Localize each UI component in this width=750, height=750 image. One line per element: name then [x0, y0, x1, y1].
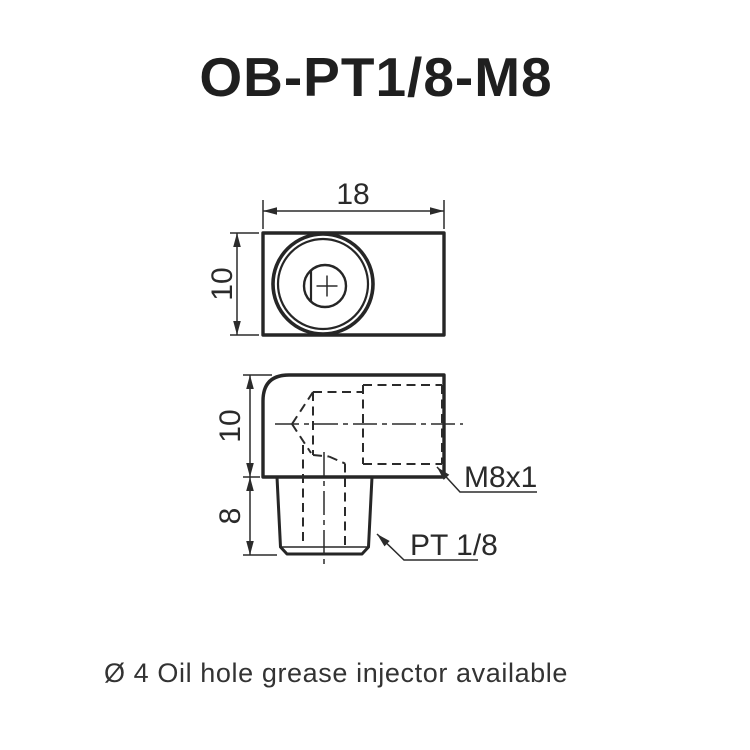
hidden-thread-lines — [291, 384, 443, 546]
leader-arrowhead — [377, 534, 390, 547]
oil-hole-note: Ø 4 Oil hole grease injector available — [104, 658, 568, 688]
dim-label-body-height: 10 — [214, 409, 247, 442]
arrowhead-right — [430, 207, 444, 215]
arrowhead-down — [233, 321, 241, 335]
dim-label-height: 10 — [206, 267, 239, 300]
dimension-body-height-10: 10 — [214, 374, 272, 478]
leader-pt18: PT 1/8 — [376, 529, 498, 562]
dim-label-width: 18 — [336, 178, 369, 211]
oil-hole-circle — [302, 263, 348, 309]
arrowhead-left — [263, 207, 277, 215]
center-cross-mark — [316, 275, 338, 297]
side-view: 10 8 M8x1 PT 1/8 — [214, 373, 537, 569]
leader-arrowhead — [437, 467, 450, 480]
arrowhead-down — [246, 463, 254, 477]
part-number-title: OB-PT1/8-M8 — [199, 46, 552, 108]
dimension-thread-length-8: 8 — [214, 477, 277, 556]
dimension-width-18: 18 — [262, 178, 445, 229]
top-view: 18 10 — [206, 178, 446, 337]
leader-m8x1: M8x1 — [436, 461, 537, 494]
arrowhead-down — [246, 541, 254, 555]
centerlines — [275, 423, 463, 569]
arrowhead-up — [233, 233, 241, 247]
dim-label-thread-length: 8 — [214, 508, 247, 525]
thread-label-m8x1: M8x1 — [464, 461, 537, 494]
top-view-body-outline — [261, 231, 446, 337]
dimension-height-10: 10 — [206, 232, 259, 336]
side-view-body-outline — [261, 373, 446, 479]
counterbore-outer-circle — [271, 232, 375, 336]
arrowhead-up — [246, 477, 254, 491]
thread-label-pt18: PT 1/8 — [410, 529, 498, 562]
arrowhead-up — [246, 375, 254, 389]
counterbore-inner-circle — [276, 237, 370, 331]
